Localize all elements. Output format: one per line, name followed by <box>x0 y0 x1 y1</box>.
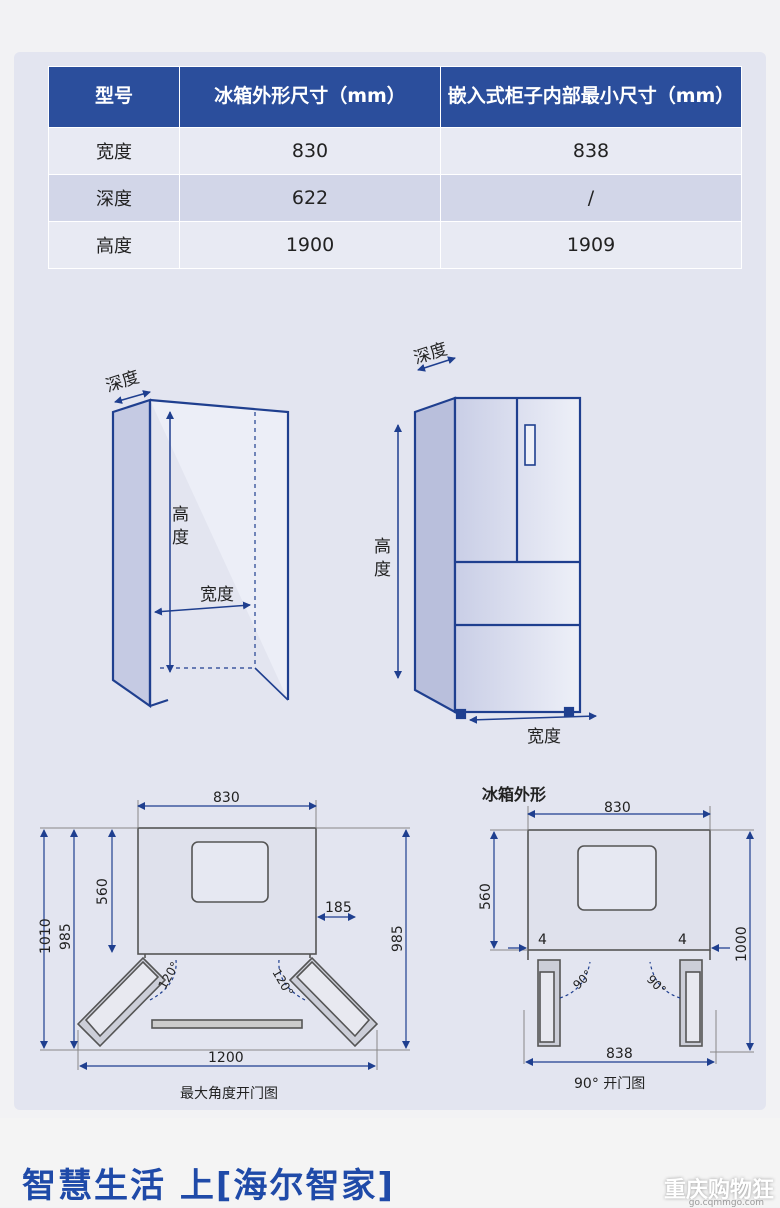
plan-left-h3-dim: 560 <box>95 878 111 905</box>
plan-right-angle-1: 90° <box>570 967 595 992</box>
fridge-dimension-arrows <box>394 356 597 724</box>
table-row: 宽度 830 838 <box>48 127 742 175</box>
plan-right-title: 冰箱外形 <box>482 785 546 804</box>
fridge-side-panel <box>413 396 457 714</box>
plan-right-gap-right: 4 <box>678 932 687 948</box>
cabinet-left-panel <box>111 398 152 709</box>
row-label-width: 宽度 <box>48 127 180 175</box>
fridge-height-label-2: 度 <box>374 560 391 580</box>
plan-right: 冰箱外形 <box>478 785 754 1092</box>
footer-banner <box>0 1118 780 1207</box>
fridge-drawing <box>413 396 582 720</box>
header-outer-size: 冰箱外形尺寸（mm） <box>179 66 441 128</box>
cell-outer-height: 1900 <box>179 221 441 269</box>
plan-left-h1-dim: 1010 <box>38 918 54 954</box>
cabinet-height-label-2: 度 <box>172 528 189 548</box>
fridge-handle <box>524 424 536 466</box>
table-row: 高度 1900 1909 <box>48 221 742 269</box>
slogan-text: 智慧生活 上[海尔智家] <box>22 1166 395 1206</box>
plan-left-h2-dim: 985 <box>58 923 74 950</box>
plan-right-gap-left: 4 <box>538 932 547 948</box>
cell-inner-depth: / <box>440 174 742 222</box>
fridge-width-label: 宽度 <box>527 727 561 747</box>
spec-table: 型号 冰箱外形尺寸（mm） 嵌入式柜子内部最小尺寸（mm） 宽度 830 838… <box>48 66 742 269</box>
plan-right-angle-2: 90° <box>644 972 669 997</box>
header-model: 型号 <box>48 66 180 128</box>
row-label-depth: 深度 <box>48 174 180 222</box>
plan-left-bottom-dim: 1200 <box>208 1050 244 1066</box>
header-inner-size: 嵌入式柜子内部最小尺寸（mm） <box>440 66 742 128</box>
plan-left-width-dim: 830 <box>213 790 240 806</box>
fridge-height-label-1: 高 <box>374 537 391 557</box>
cell-outer-width: 830 <box>179 127 441 175</box>
plan-right-width-dim: 830 <box>604 800 631 816</box>
cabinet-width-label: 宽度 <box>200 585 234 605</box>
cell-outer-depth: 622 <box>179 174 441 222</box>
plan-left-h4-dim: 985 <box>390 925 406 952</box>
watermark-url: go.cqmmgo.com <box>688 1198 764 1208</box>
plan-right-bottom-dim: 838 <box>606 1046 633 1062</box>
plan-left-caption: 最大角度开门图 <box>180 1086 278 1102</box>
watermark-text: 重庆购物狂 <box>663 1178 774 1203</box>
row-label-height: 高度 <box>48 221 180 269</box>
plan-right-h1-dim: 560 <box>478 883 494 910</box>
cell-inner-width: 838 <box>440 127 742 175</box>
cabinet-depth-label: 深度 <box>103 367 142 397</box>
cell-inner-height: 1909 <box>440 221 742 269</box>
plan-right-caption: 90° 开门图 <box>574 1076 645 1092</box>
table-header-row: 型号 冰箱外形尺寸（mm） 嵌入式柜子内部最小尺寸（mm） <box>48 66 742 128</box>
plan-left: 830 1010 985 560 185 985 1200 120° 120° … <box>38 790 410 1102</box>
plan-left-side-dim: 185 <box>325 900 352 916</box>
plan-right-h2-dim: 1000 <box>734 926 750 962</box>
cabinet-drawing <box>111 390 290 709</box>
cabinet-back-panel <box>149 398 290 700</box>
cabinet-height-label-1: 高 <box>172 505 189 525</box>
fridge-depth-label: 深度 <box>411 339 450 369</box>
table-row: 深度 622 / <box>48 174 742 222</box>
